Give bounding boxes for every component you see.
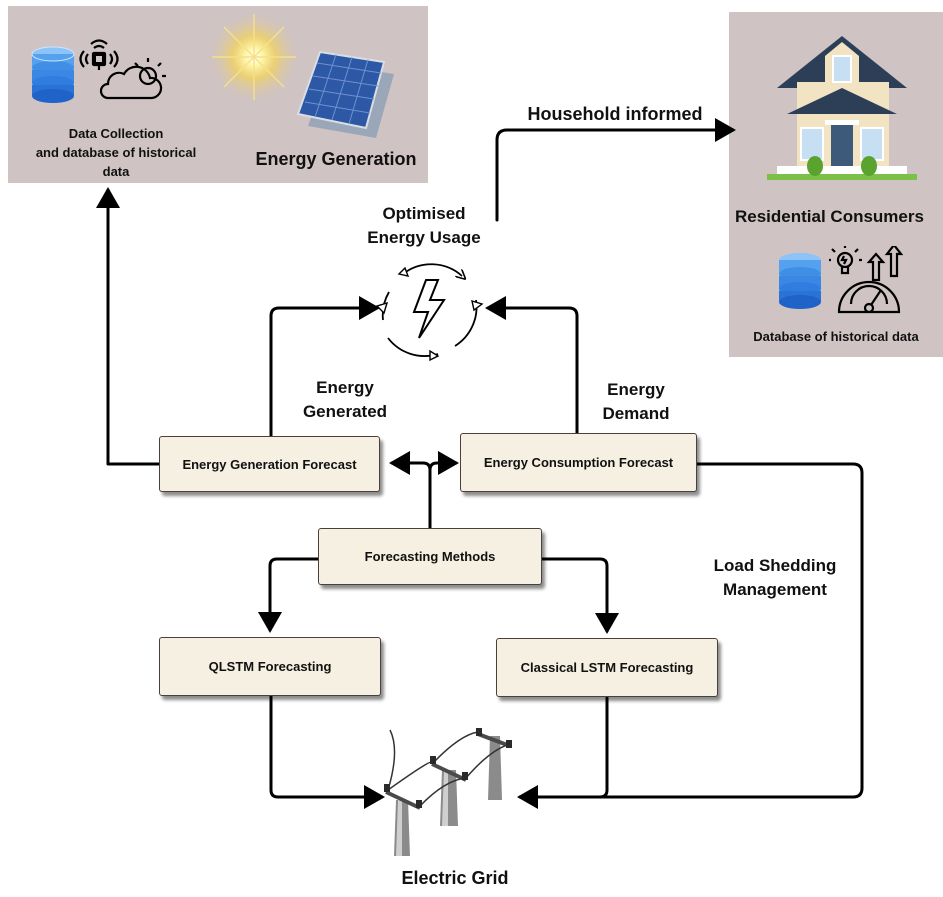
arrow-methods-to-consumption: [428, 451, 459, 475]
arrow-to-qlstm: [258, 557, 320, 633]
arrow-methods-up: [389, 451, 432, 530]
arrow-to-data-collection: [96, 187, 162, 466]
database-icon: [31, 46, 75, 103]
power-grid-icon: [384, 728, 512, 856]
household-informed-label: Household informed: [527, 104, 703, 124]
forecasting-methods-box: Forecasting Methods: [318, 528, 542, 585]
arrow-classical-to-grid: [517, 696, 609, 809]
electric-grid-label: Electric Grid: [401, 868, 509, 888]
residential-consumers-label: Residential Consumers: [735, 207, 924, 226]
energy-consumption-forecast-box: Energy Consumption Forecast: [460, 433, 697, 492]
arrow-load-shedding: [518, 462, 864, 799]
residential-db-label: Database of historical data: [753, 329, 919, 344]
solar-panel-icon: [296, 50, 394, 138]
sun-icon: [206, 12, 302, 105]
optimised-energy-usage-label: Optimised Energy Usage: [367, 204, 481, 247]
arrow-qlstm-to-grid: [269, 694, 385, 809]
qlstm-forecasting-box: QLSTM Forecasting: [159, 637, 381, 696]
house-icon: [767, 36, 917, 180]
residential-panel: Residential Consumers Database of histor…: [729, 12, 943, 357]
arrow-to-classical: [539, 557, 619, 634]
energy-generation-forecast-box: Energy Generation Forecast: [159, 436, 380, 492]
arrow-energy-demand: [485, 296, 579, 438]
database-icon: [779, 253, 821, 309]
energy-demand-label: Energy Demand: [602, 380, 670, 423]
energy-cycle-icon: [375, 263, 484, 362]
data-collection-panel: Data Collection and database of historic…: [8, 6, 428, 183]
energy-generation-label: Energy Generation: [255, 149, 417, 169]
load-shedding-label: Load Shedding Management: [713, 556, 837, 599]
data-collection-label: Data Collection and database of historic…: [35, 126, 197, 179]
classical-lstm-forecasting-box: Classical LSTM Forecasting: [496, 638, 718, 697]
arrow-energy-generated: [269, 296, 380, 438]
arrow-household-informed: [495, 118, 736, 222]
iot-weather-icon: [79, 39, 166, 100]
energy-generated-label: Energy Generated: [302, 378, 388, 421]
consumption-meter-icon: [829, 246, 904, 314]
